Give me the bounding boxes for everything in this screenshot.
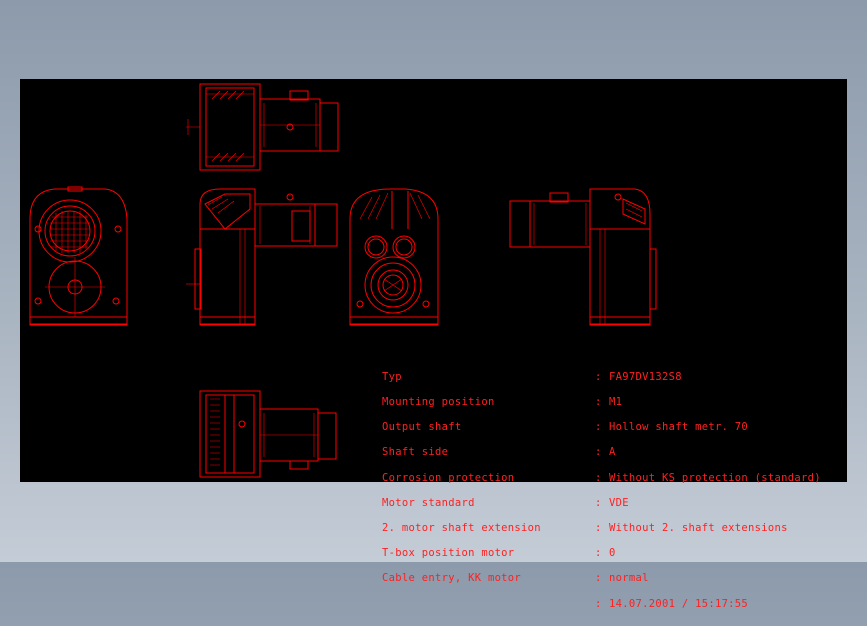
info-value-second-shaft: Without 2. shaft extensions bbox=[609, 522, 788, 535]
info-value-timestamp: 14.07.2001 / 15:17:55 bbox=[609, 597, 749, 610]
info-values: FA97DV132S8 M1 Hollow shaft metr. 70 A W… bbox=[609, 356, 821, 625]
separator: : bbox=[595, 522, 602, 535]
info-value-cable-entry: normal bbox=[609, 572, 649, 585]
end-view-shaft-side bbox=[349, 188, 439, 326]
top-view bbox=[186, 83, 339, 171]
cad-drawing bbox=[29, 83, 657, 478]
separator: : bbox=[595, 446, 602, 459]
info-value-tbox: 0 bbox=[609, 547, 616, 560]
info-label-tbox: T-box position motor bbox=[382, 547, 515, 560]
info-value-motor-standard: VDE bbox=[609, 496, 629, 509]
separator: : bbox=[595, 496, 602, 509]
separator: : bbox=[595, 547, 602, 560]
info-label-shaft-side: Shaft side bbox=[382, 446, 449, 459]
info-label-output-shaft: Output shaft bbox=[382, 421, 462, 434]
end-view-motor-side bbox=[29, 186, 128, 326]
bottom-view bbox=[199, 390, 337, 478]
info-value-shaft-side: A bbox=[609, 446, 616, 459]
info-value-corrosion: Without KS protection (standard) bbox=[609, 471, 821, 484]
info-label-cable-entry: Cable entry, KK motor bbox=[382, 572, 522, 585]
info-labels: Typ Mounting position Output shaft Shaft… bbox=[382, 356, 541, 600]
info-label-type: Typ bbox=[382, 370, 402, 383]
info-label-motor-standard: Motor standard bbox=[382, 496, 475, 509]
separator: : bbox=[595, 396, 602, 409]
info-value-mounting: M1 bbox=[609, 396, 623, 409]
info-label-corrosion: Corrosion protection bbox=[382, 471, 515, 484]
info-label-mounting: Mounting position bbox=[382, 396, 495, 409]
info-value-output-shaft: Hollow shaft metr. 70 bbox=[609, 421, 749, 434]
separator: : bbox=[595, 421, 602, 434]
separator: : bbox=[595, 370, 602, 383]
cad-viewport[interactable]: Typ Mounting position Output shaft Shaft… bbox=[20, 79, 847, 609]
info-value-type: FA97DV132S8 bbox=[609, 370, 682, 383]
rear-view bbox=[509, 188, 657, 326]
info-label-second-shaft: 2. motor shaft extension bbox=[382, 522, 541, 535]
front-view bbox=[186, 188, 338, 326]
separator: : bbox=[595, 471, 602, 484]
